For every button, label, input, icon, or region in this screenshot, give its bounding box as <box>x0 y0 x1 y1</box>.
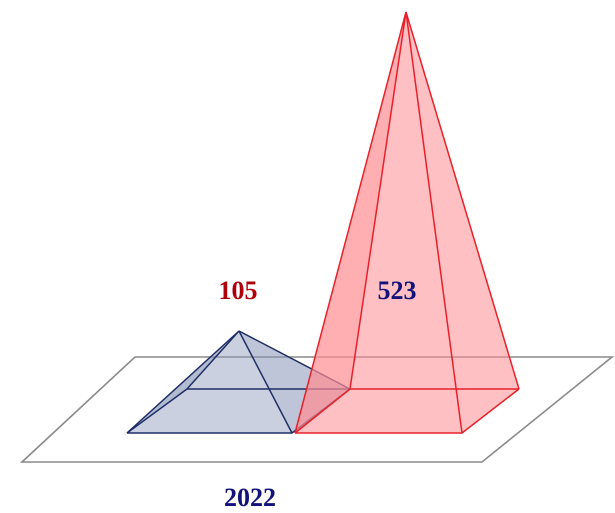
red-pyramid-edge-back <box>349 11 407 390</box>
red-pyramid-right-face <box>406 12 519 433</box>
red-pyramid-edge-right <box>405 11 520 390</box>
label-2022: 2022 <box>224 483 276 512</box>
blue-pyramid-edge-back <box>186 330 240 390</box>
blue-pyramid-edge-front <box>238 330 293 434</box>
red-pyramid-edge-left <box>294 11 407 434</box>
red-pyramid-base-left <box>294 388 351 434</box>
blue-pyramid-base-left <box>126 388 188 434</box>
blue-pyramid <box>126 330 351 434</box>
blue-pyramid-edge-left <box>126 330 240 434</box>
label-105: 105 <box>219 276 258 305</box>
red-pyramid-edge-front <box>405 11 463 434</box>
red-pyramid-front-face <box>295 12 462 433</box>
label-523: 523 <box>378 276 417 305</box>
blue-pyramid-left-face <box>127 331 292 433</box>
red-pyramid <box>294 11 520 434</box>
